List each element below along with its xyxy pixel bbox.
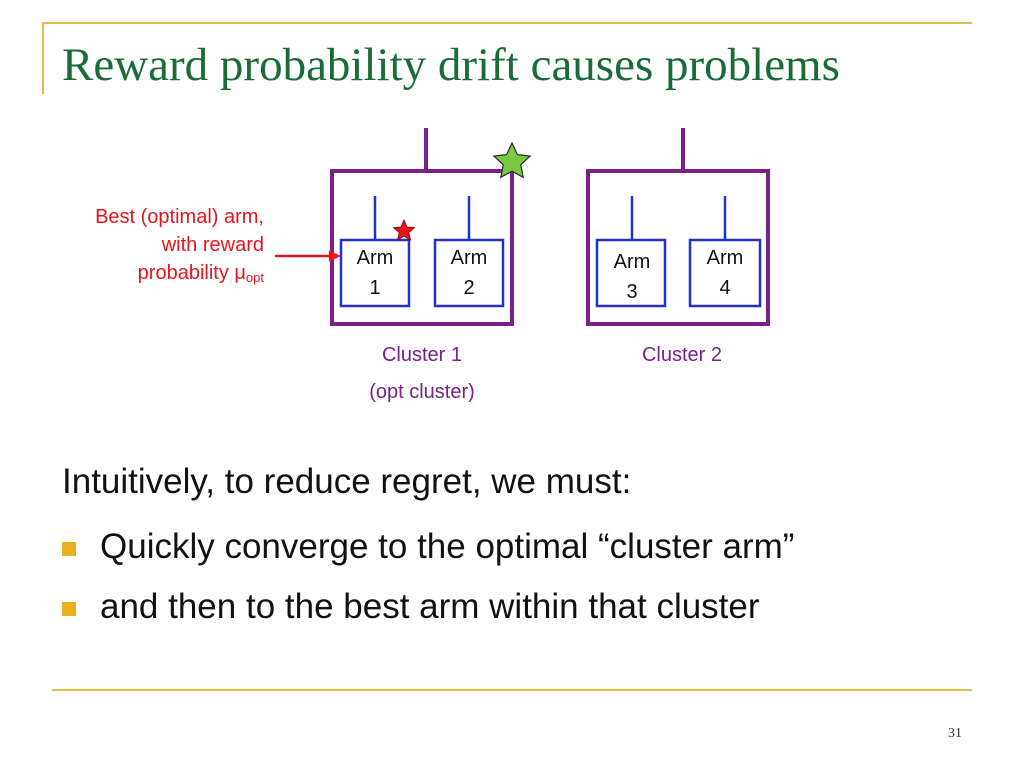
square-bullet-icon (62, 542, 76, 556)
bullet-text-2: and then to the best arm within that clu… (100, 587, 760, 626)
frame-left-line (42, 22, 44, 94)
arm-4-box (688, 238, 762, 308)
arm-1-label: Arm (357, 247, 394, 269)
callout-arrowhead-icon (329, 250, 341, 262)
cluster-diagram: Arm 1 Arm 2 Arm 3 Arm 4 Cluster 1 (opt c… (275, 128, 770, 403)
best-arm-callout: Best (optimal) arm, with reward probabil… (20, 203, 264, 287)
page-number: 31 (948, 726, 962, 741)
arm-2-number: 2 (463, 277, 474, 299)
arm-2-label: Arm (451, 247, 488, 269)
bullet-text-1: Quickly converge to the optimal “cluster… (100, 527, 795, 566)
arm-1-box (339, 238, 411, 308)
arm-3-box (595, 238, 667, 308)
callout-line-3: probability μopt (20, 259, 264, 287)
frame-bottom-line (52, 689, 972, 691)
frame-top-line (42, 22, 972, 24)
callout-line-2: with reward (161, 234, 264, 256)
arm-1-number: 1 (369, 277, 380, 299)
arm-3-label: Arm (614, 251, 651, 273)
arm-2-box (433, 238, 505, 308)
arm-4-number: 4 (719, 277, 730, 299)
callout-subscript: opt (245, 270, 264, 285)
slide-title: Reward probability drift causes problems (62, 39, 840, 91)
arm-3-number: 3 (626, 281, 637, 303)
body-intro: Intuitively, to reduce regret, we must: (62, 462, 632, 501)
square-bullet-icon (62, 602, 76, 616)
callout-line-3-text: probability μ (137, 262, 246, 284)
red-star-icon (392, 218, 416, 241)
arm-4-label: Arm (707, 247, 744, 269)
cluster-2-caption: Cluster 2 (642, 344, 722, 366)
green-star-icon (492, 141, 532, 179)
bullet-item-2: and then to the best arm within that clu… (62, 587, 760, 627)
callout-line-1: Best (optimal) arm, (95, 206, 264, 228)
cluster-1-subcaption: (opt cluster) (369, 381, 475, 403)
bullet-item-1: Quickly converge to the optimal “cluster… (62, 527, 794, 567)
cluster-2-box (586, 169, 770, 326)
cluster-1-box (330, 169, 514, 326)
cluster-1-caption: Cluster 1 (382, 344, 462, 366)
